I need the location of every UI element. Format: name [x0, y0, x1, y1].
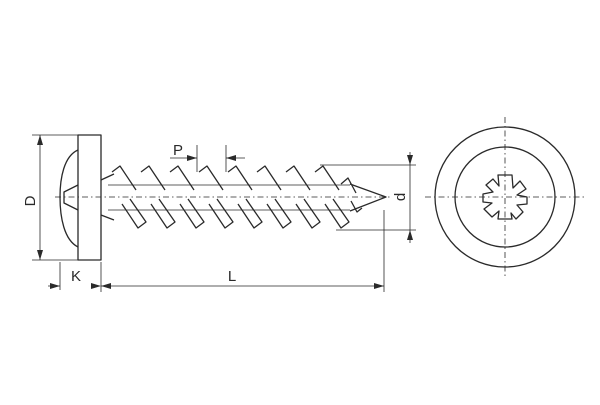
thread-flank-8 [314, 165, 350, 229]
head-recess [63, 184, 79, 211]
label-D: D [22, 195, 39, 206]
washer-flange [77, 134, 102, 261]
shank [108, 184, 350, 211]
dimension-D: D [22, 134, 78, 261]
pozidrive-recess-icon [482, 174, 528, 220]
thread-flank-7 [285, 165, 321, 229]
neck [100, 173, 115, 221]
dome-head [59, 149, 79, 248]
head-center-cross [425, 117, 585, 277]
screw-head-top-view [425, 117, 585, 277]
label-d: d [392, 193, 409, 201]
dimension-P: P [170, 142, 245, 172]
thread-flank-5 [227, 165, 263, 229]
thread-flank-2 [140, 165, 176, 229]
dimension-K-L: K L [48, 210, 385, 292]
thread-flank-1 [111, 165, 147, 229]
label-P: P [173, 142, 183, 159]
thread-flank-tip [340, 177, 363, 213]
label-L: L [228, 268, 236, 285]
thread-flank-6 [256, 165, 292, 229]
screw-tip [349, 183, 387, 212]
thread-flank-4 [198, 165, 234, 229]
screw-side-view [55, 134, 392, 261]
label-K: K [71, 268, 81, 285]
thread-flank-3 [169, 165, 205, 229]
dimension-d: d [320, 152, 416, 243]
thread-flanks [111, 165, 363, 229]
